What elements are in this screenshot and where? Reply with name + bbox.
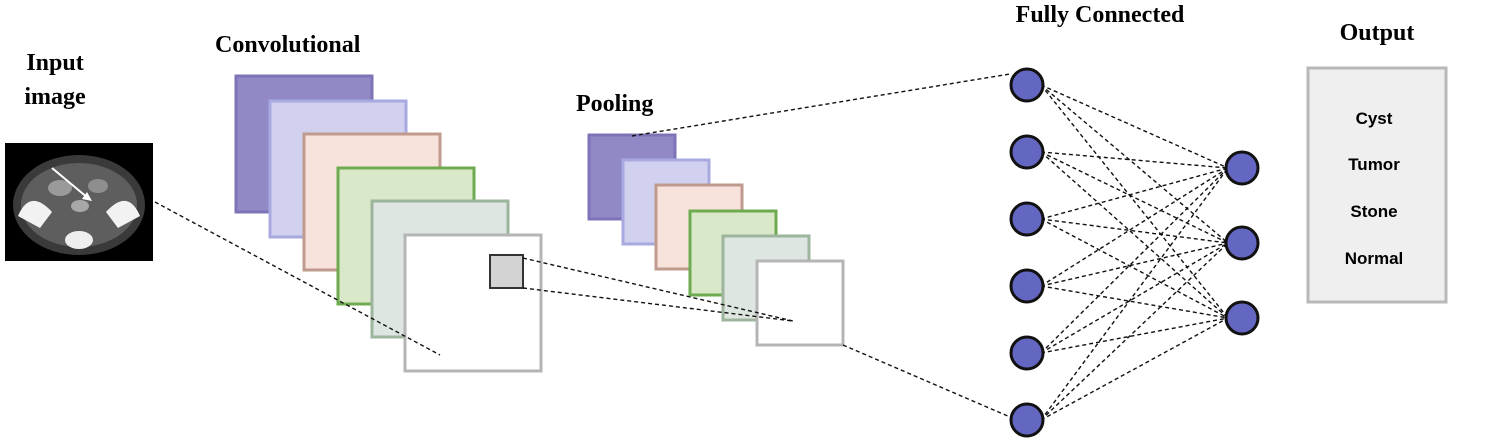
- fully-connected-label: Fully Connected: [1016, 2, 1185, 28]
- fc-edge-1-to-2: [1040, 84, 1229, 244]
- fc-neuron-5: [1009, 335, 1045, 371]
- output-label: Output: [1340, 20, 1415, 46]
- output-neuron-2: [1224, 225, 1260, 261]
- fc-edge-1-to-1: [1040, 84, 1229, 169]
- fc-edge-4-to-2: [1040, 242, 1229, 287]
- fc-edge-6-to-2: [1040, 242, 1229, 421]
- fc-neuron-3: [1009, 201, 1045, 237]
- output-neuron-3: [1224, 300, 1260, 336]
- output-class-stone: Stone: [1350, 202, 1397, 221]
- fc-edge-2-to-1: [1040, 151, 1229, 169]
- fc-edge-2-to-2: [1040, 151, 1229, 244]
- fc-edge-4-to-1: [1040, 167, 1229, 287]
- fc-edge-6-to-1: [1040, 167, 1229, 421]
- output-class-cyst: Cyst: [1356, 109, 1393, 128]
- output-class-tumor: Tumor: [1348, 155, 1400, 174]
- fully-connected-nodes: [1009, 67, 1260, 438]
- fc-edge-6-to-3: [1040, 317, 1229, 421]
- fc-neuron-1: [1009, 67, 1045, 103]
- fc-edge-5-to-1: [1040, 167, 1229, 354]
- fc-edge-1-to-3: [1040, 84, 1229, 319]
- convolutional-layer-stack: [234, 74, 543, 373]
- fc-neuron-4: [1009, 268, 1045, 304]
- projection-lines: [154, 73, 1011, 418]
- fc-neuron-6: [1009, 402, 1045, 438]
- fc-edge-3-to-1: [1040, 167, 1229, 220]
- pooling-layer-stack: [587, 133, 845, 347]
- fc-edge-3-to-2: [1040, 218, 1229, 244]
- fc-edge-5-to-3: [1040, 317, 1229, 354]
- fc-neuron-2: [1009, 134, 1045, 170]
- convolutional-label: Convolutional: [215, 32, 361, 58]
- input-ct-scan-image: [5, 143, 153, 261]
- pool-feature-map-6: [755, 259, 845, 347]
- output-neuron-1: [1224, 150, 1260, 186]
- pooling-label: Pooling: [576, 91, 653, 117]
- input-image-label-line2: image: [24, 84, 86, 110]
- output-class-normal: Normal: [1345, 249, 1404, 268]
- fully-connected-edges: [1040, 84, 1229, 421]
- fc-edge-5-to-2: [1040, 242, 1229, 354]
- output-box: [1306, 66, 1448, 304]
- input-image-label-line1: Input: [26, 50, 83, 76]
- fc-edge-3-to-3: [1040, 218, 1229, 319]
- conv-kernel-window: [489, 254, 524, 289]
- fc-edge-4-to-3: [1040, 285, 1229, 319]
